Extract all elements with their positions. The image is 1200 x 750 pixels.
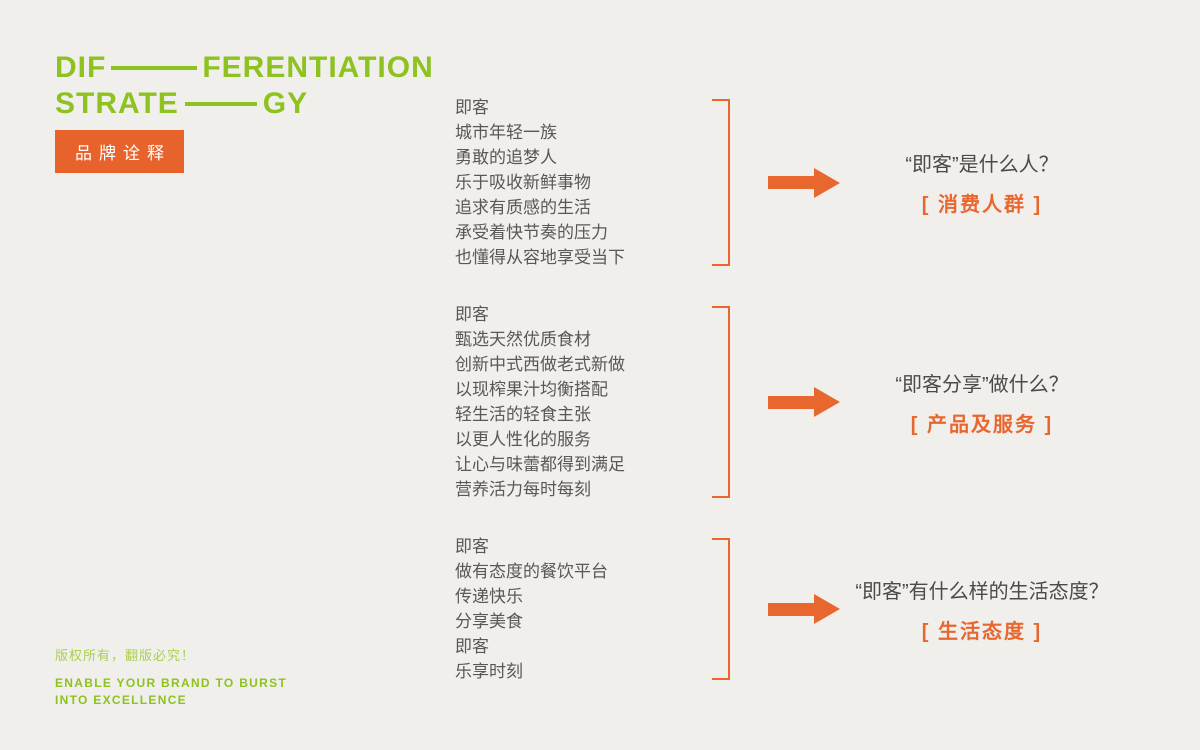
- text-line: 传递快乐: [455, 587, 523, 606]
- text-line: 也懂得从容地享受当下: [455, 248, 625, 267]
- question-text: “即客分享”做什么？: [895, 373, 1069, 396]
- bracket-icon: [712, 538, 730, 680]
- title-line-1: DIF FERENTIATION: [55, 50, 434, 86]
- title-line-2: STRATE GY: [55, 86, 434, 122]
- text-line: 城市年轻一族: [455, 123, 557, 142]
- category-label: [ 产品及服务 ]: [910, 413, 1054, 436]
- text-line: 追求有质感的生活: [455, 198, 591, 217]
- text-line: 轻生活的轻食主张: [455, 405, 591, 424]
- text-block: 即客 城市年轻一族 勇敢的追梦人 乐于吸收新鲜事物 追求有质感的生活 承受着快节…: [455, 95, 712, 270]
- text-line: 让心与味蕾都得到满足: [455, 455, 625, 474]
- title-word-gy: GY: [262, 87, 309, 120]
- diagram-area: 即客 城市年轻一族 勇敢的追梦人 乐于吸收新鲜事物 追求有质感的生活 承受着快节…: [455, 95, 1112, 716]
- slide-header: DIF FERENTIATION STRATE GY: [55, 50, 434, 122]
- arrow-right-icon: [768, 387, 840, 417]
- text-line: 以现榨果汁均衡搭配: [455, 380, 608, 399]
- category-label: [ 消费人群 ]: [921, 194, 1043, 216]
- tagline-line-2: INTO EXCELLENCE: [55, 693, 187, 707]
- question-text: “即客”有什么样的生活态度？: [855, 580, 1109, 603]
- title-rule-1: [111, 66, 198, 70]
- text-line: 即客: [455, 537, 489, 556]
- text-line: 即客: [455, 98, 489, 117]
- title-rule-2: [184, 102, 257, 106]
- brand-badge: 品牌诠释: [55, 130, 184, 173]
- text-line: 做有态度的餐饮平台: [455, 562, 608, 581]
- text-line: 甄选天然优质食材: [455, 330, 591, 349]
- arrow-tail: [768, 602, 814, 616]
- tagline-line-1: ENABLE YOUR BRAND TO BURST: [55, 676, 288, 690]
- text-line: 即客: [455, 305, 489, 324]
- text-line: 承受着快节奏的压力: [455, 223, 608, 242]
- arrow-tail: [768, 176, 814, 189]
- tagline: ENABLE YOUR BRAND TO BURST INTO EXCELLEN…: [55, 675, 287, 709]
- slide-footer: 版权所有，翻版必究！ ENABLE YOUR BRAND TO BURST IN…: [55, 645, 287, 709]
- text-line: 分享美食: [455, 612, 523, 631]
- arrow-right-icon: [768, 594, 840, 624]
- text-line: 乐享时刻: [455, 662, 523, 681]
- text-line: 乐于吸收新鲜事物: [455, 173, 591, 192]
- bracket-icon: [712, 306, 730, 498]
- qa-block: “即客”有什么样的生活态度？ [ 生活态度 ]: [852, 575, 1112, 644]
- question-text: “即客”是什么人？: [905, 154, 1059, 176]
- title-word-strate: STRATE: [55, 87, 179, 120]
- title-word-ferentiation: FERENTIATION: [202, 51, 434, 84]
- arrow-tail: [768, 395, 814, 409]
- arrow-head: [814, 167, 840, 198]
- arrow-head: [814, 594, 840, 624]
- text-block: 即客 做有态度的餐饮平台 传递快乐 分享美食 即客 乐享时刻: [455, 534, 712, 684]
- category-label: [ 生活态度 ]: [921, 620, 1043, 643]
- title-word-dif: DIF: [55, 51, 107, 84]
- text-line: 勇敢的追梦人: [455, 148, 557, 167]
- text-line: 以更人性化的服务: [455, 430, 591, 449]
- text-line: 营养活力每时每刻: [455, 480, 591, 499]
- text-line: 即客: [455, 637, 489, 656]
- diagram-row-consumer: 即客 城市年轻一族 勇敢的追梦人 乐于吸收新鲜事物 追求有质感的生活 承受着快节…: [455, 95, 1112, 270]
- text-line: 创新中式西做老式新做: [455, 355, 625, 374]
- diagram-row-product: 即客 甄选天然优质食材 创新中式西做老式新做 以现榨果汁均衡搭配 轻生活的轻食主…: [455, 302, 1112, 502]
- qa-block: “即客”是什么人？ [ 消费人群 ]: [852, 148, 1112, 217]
- arrow-head: [814, 387, 840, 417]
- arrow-right-icon: [768, 167, 840, 198]
- bracket-icon: [712, 99, 730, 266]
- qa-block: “即客分享”做什么？ [ 产品及服务 ]: [852, 368, 1112, 437]
- copyright-text: 版权所有，翻版必究！: [55, 648, 196, 663]
- diagram-row-attitude: 即客 做有态度的餐饮平台 传递快乐 分享美食 即客 乐享时刻 “即客”有什么样的…: [455, 534, 1112, 684]
- text-block: 即客 甄选天然优质食材 创新中式西做老式新做 以现榨果汁均衡搭配 轻生活的轻食主…: [455, 302, 712, 502]
